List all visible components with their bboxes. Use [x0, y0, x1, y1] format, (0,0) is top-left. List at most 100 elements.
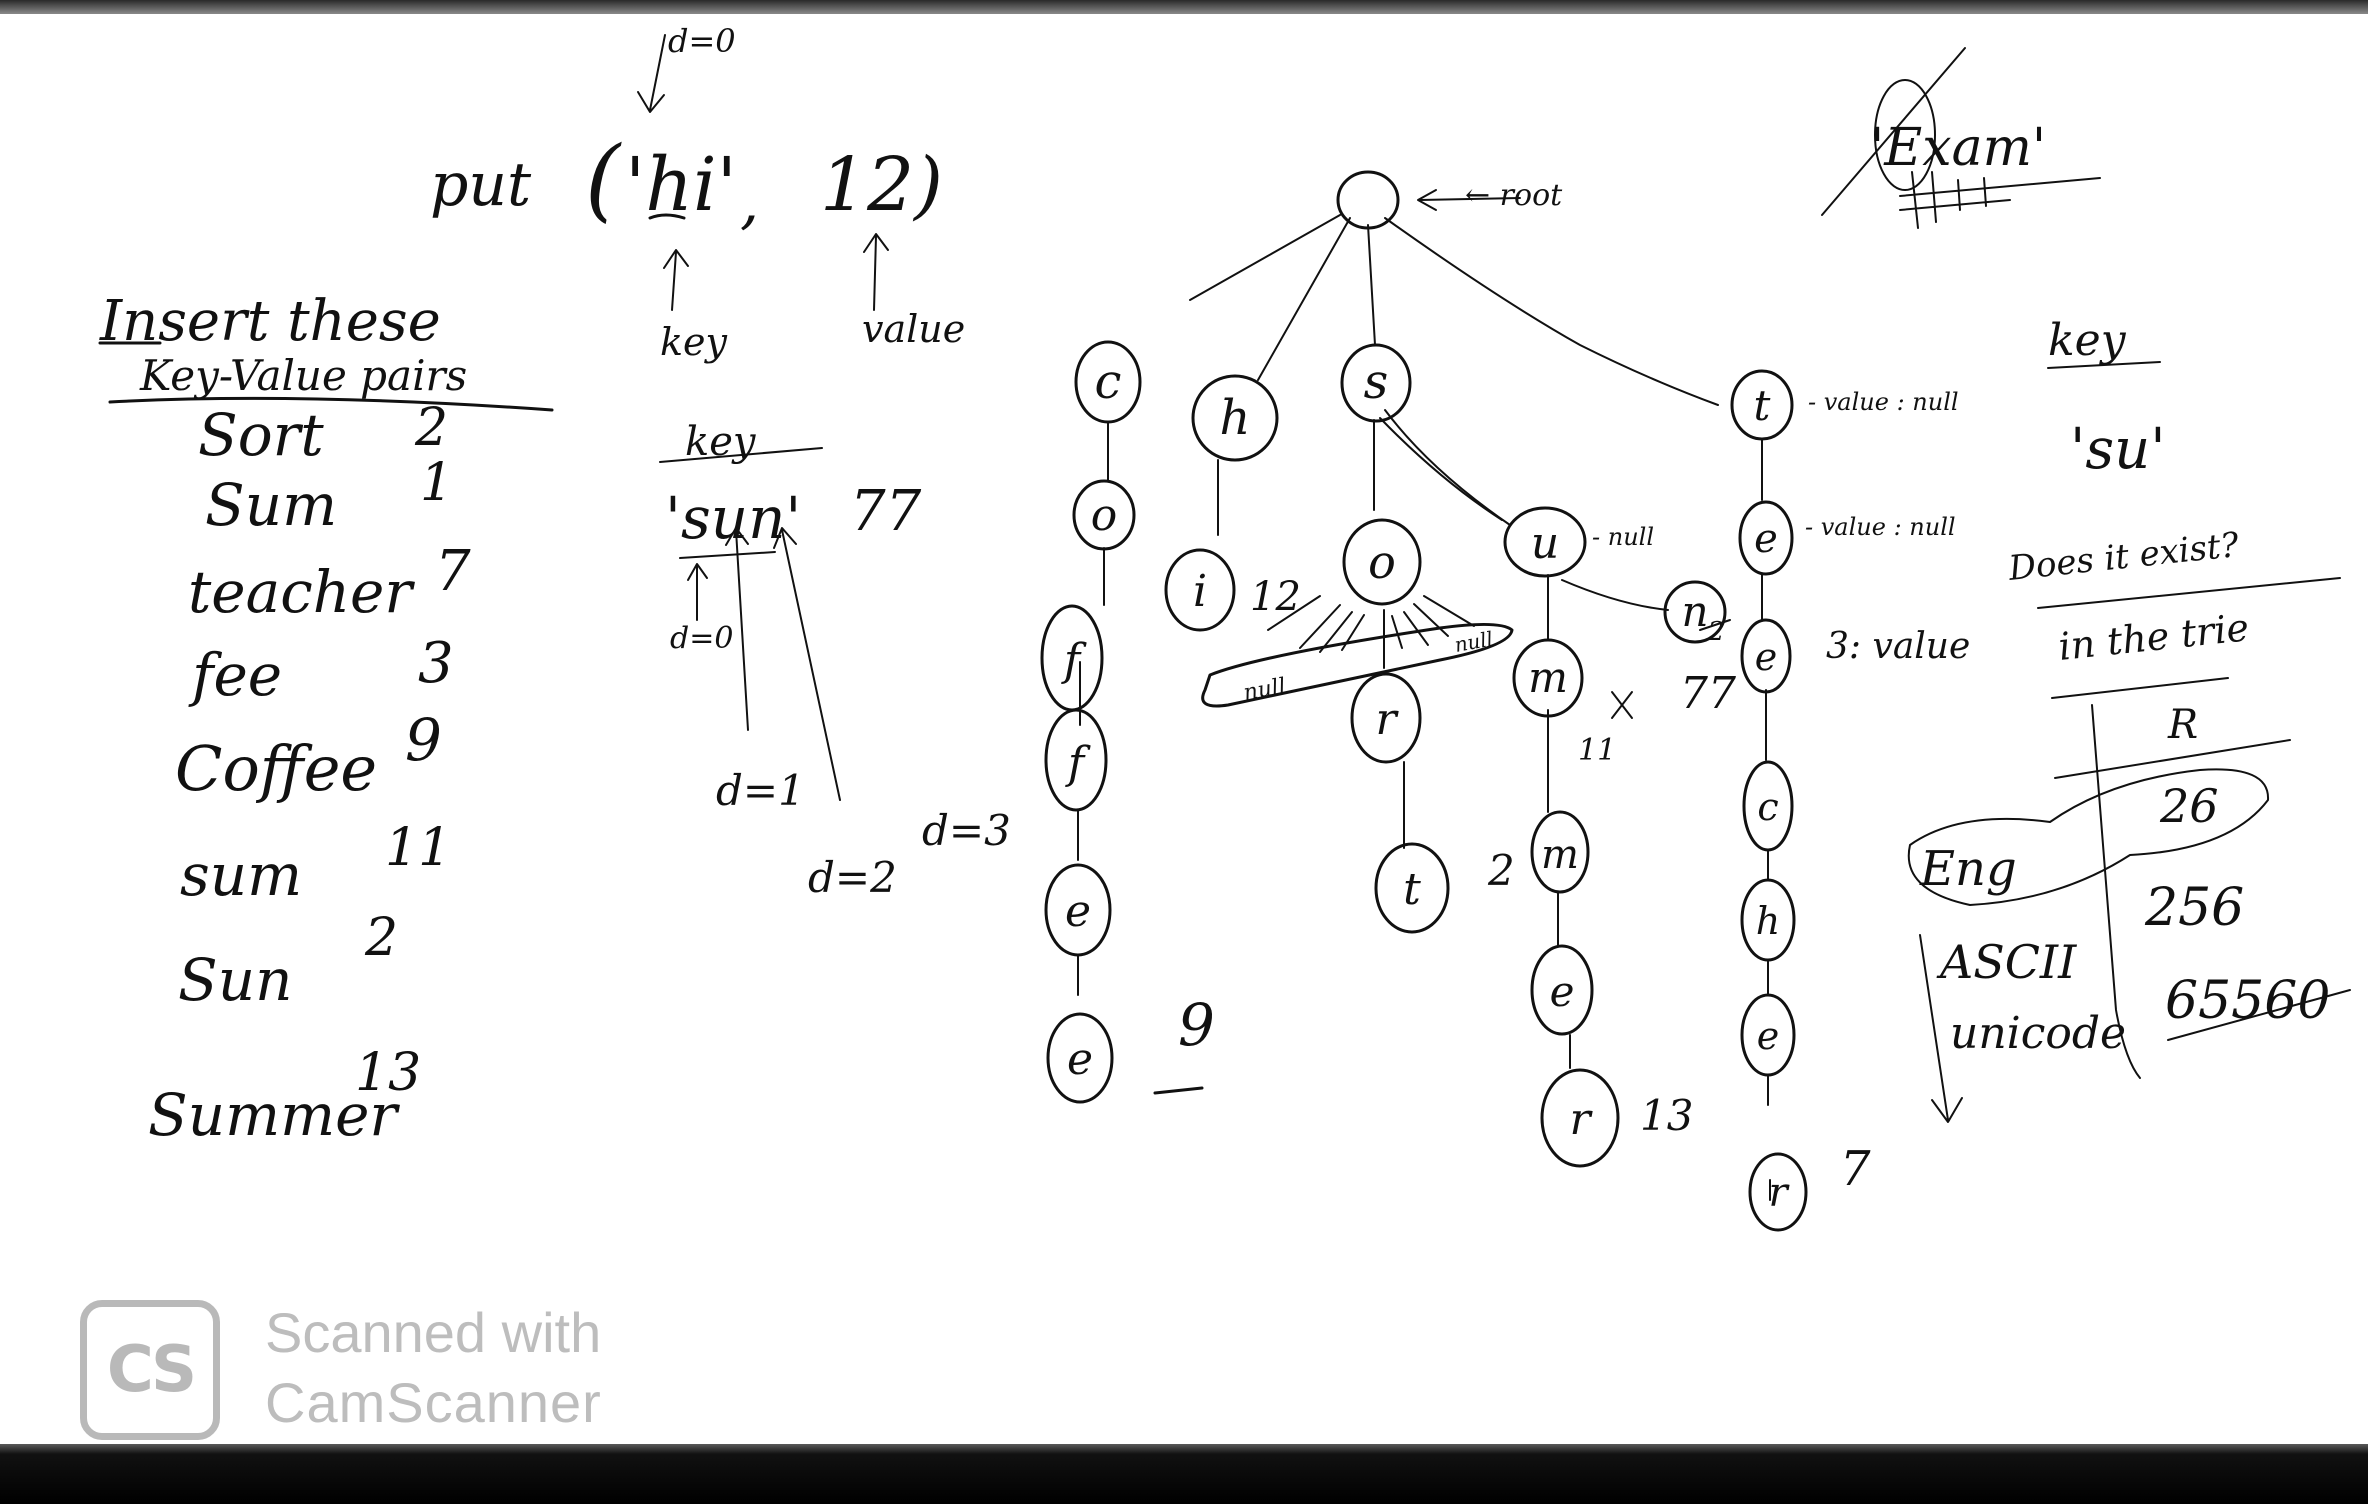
- trie-node: o: [1072, 479, 1136, 551]
- trie: ← root c o f f e e 9 h i 12 s o r t 2 nu…: [1040, 170, 1970, 1232]
- table-row-value: 256: [2144, 878, 2244, 938]
- pair-value: 7: [435, 539, 471, 604]
- trie-node: i: [1164, 548, 1236, 632]
- lookup-question-line2: in the trie: [2056, 605, 2251, 669]
- trie-node: h: [1740, 878, 1796, 962]
- value-teacher: 7: [1840, 1141, 1871, 1197]
- lookup-question-line1: Does it exist?: [2006, 525, 2242, 589]
- trie-node: r: [1350, 672, 1422, 764]
- pair-value: 11: [385, 818, 451, 878]
- pair-value: 2: [414, 398, 448, 458]
- lookup-down-arrow: [1919, 934, 1963, 1123]
- watermark-line2: CamScanner: [265, 1371, 602, 1434]
- d3-label: d=3: [922, 806, 1011, 855]
- value-sum: 11: [1578, 733, 1616, 768]
- svg-text:e: e: [1067, 1034, 1093, 1085]
- value-coffee: 9: [1178, 991, 1215, 1059]
- trie-node: m: [1512, 638, 1584, 718]
- pair-value: 1: [420, 453, 453, 513]
- trie-edges: [1077, 214, 1771, 1201]
- svg-text:e: e: [1754, 516, 1778, 562]
- table-row-label: Eng: [1919, 841, 2017, 897]
- scanner-watermark: CS Scanned with CamScanner: [80, 1300, 680, 1440]
- table-top-line: [2051, 677, 2229, 699]
- svg-text:r: r: [1768, 1170, 1790, 1216]
- key-example-underline2: [679, 551, 776, 559]
- root-label: ← root: [1465, 178, 1563, 213]
- d2-arrow: [773, 527, 841, 801]
- trie-node-root: [1336, 170, 1400, 230]
- svg-text:h: h: [1220, 390, 1251, 446]
- pair-value: 13: [355, 1043, 421, 1103]
- value-summer: 13: [1640, 1091, 1693, 1140]
- svg-text:s: s: [1364, 354, 1389, 410]
- svg-text:c: c: [1095, 354, 1122, 410]
- trie-node: e: [1044, 863, 1112, 957]
- trie-node: r: [1748, 1152, 1808, 1232]
- svg-text:m: m: [1528, 653, 1568, 702]
- trie-node: s: [1340, 343, 1412, 423]
- table-row-label: unicode: [1950, 1008, 2126, 1059]
- trie-node: u: [1503, 506, 1587, 578]
- h-underline: [648, 213, 686, 220]
- unicode-underline: [2167, 989, 2351, 1041]
- board-frame-bottom: [0, 1444, 2368, 1504]
- pair-value: 9: [405, 706, 442, 774]
- trie-node: e: [1738, 500, 1794, 576]
- value-label: value: [862, 307, 965, 351]
- put-call: put ( 'hi' , 12) d=0 key value: [430, 22, 965, 364]
- put-fn: put: [430, 150, 532, 220]
- crossout-n: [1699, 619, 1731, 631]
- exam-crossout: [1821, 47, 1966, 216]
- null-left-label: null: [1242, 674, 1288, 706]
- insert-heading-underline: [108, 396, 554, 412]
- pair-key: teacher: [188, 558, 415, 626]
- table-row-value: 26: [2159, 779, 2219, 833]
- svg-text:r: r: [1375, 694, 1399, 745]
- root-arrow: [1417, 189, 1521, 211]
- svg-text:e: e: [1755, 635, 1778, 679]
- d0-label: d=0: [670, 621, 733, 656]
- trie-node: t: [1374, 842, 1450, 934]
- value-sort: 2: [1487, 846, 1515, 895]
- depth-arrow: [637, 34, 666, 113]
- null-right-label: null: [1453, 627, 1495, 657]
- trie-node: f: [1040, 604, 1104, 712]
- trie-node: h: [1191, 374, 1279, 462]
- table-row-value: 65560: [2165, 971, 2330, 1031]
- key-example-key: 'sun': [665, 484, 801, 552]
- key-example-value: 77: [850, 479, 922, 544]
- exam-scribble: [1899, 171, 2101, 229]
- pair-key: Summer: [148, 1081, 400, 1149]
- key-example: key 'sun' 77 d=0 d=1 d=2 d=3: [659, 419, 1011, 902]
- lookup-header-underline: [2047, 361, 2161, 369]
- pair-key: Coffee: [175, 732, 377, 805]
- trie-node: e: [1740, 618, 1792, 694]
- crossout-x: [1611, 691, 1633, 719]
- trie-node: c: [1742, 760, 1794, 852]
- board-frame-top: [0, 0, 2368, 14]
- key-arrow: [663, 249, 689, 311]
- value-hi: 12: [1250, 574, 1301, 620]
- lookup-question-underline: [2037, 577, 2341, 609]
- svg-text:r: r: [1569, 1094, 1593, 1145]
- trie-node: e: [1740, 993, 1796, 1077]
- svg-text:e: e: [1757, 1014, 1780, 1058]
- watermark-line1: Scanned with: [265, 1301, 602, 1364]
- svg-text:f: f: [1061, 635, 1087, 686]
- exam-text: 'Exam': [1870, 118, 2046, 178]
- svg-text:f: f: [1065, 738, 1091, 789]
- value-sun: 77: [1680, 668, 1736, 719]
- pair-key: sum: [180, 841, 302, 909]
- svg-text:h: h: [1756, 899, 1780, 943]
- svg-text:c: c: [1757, 785, 1778, 829]
- pair-key: Sum: [205, 471, 337, 539]
- trie-node: e: [1530, 944, 1594, 1036]
- svg-text:m: m: [1541, 832, 1579, 878]
- coffee-underline: [1153, 1086, 1204, 1095]
- svg-text:o: o: [1091, 490, 1118, 541]
- trie-node: e: [1046, 1012, 1114, 1104]
- svg-text:e: e: [1065, 886, 1091, 937]
- trie-node: r: [1540, 1068, 1620, 1168]
